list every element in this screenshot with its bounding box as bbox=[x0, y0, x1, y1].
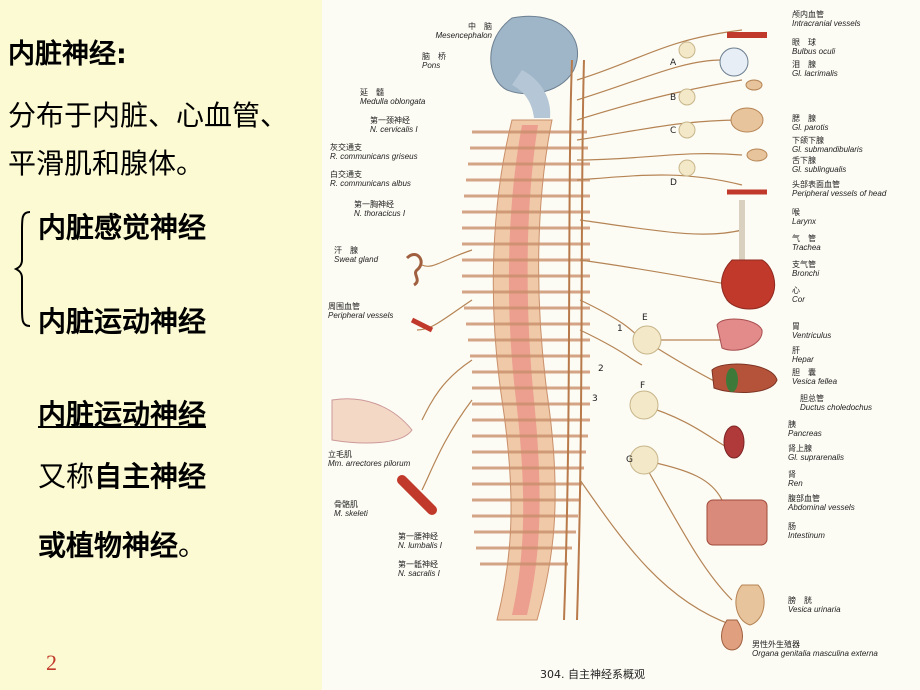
curly-brace-icon bbox=[14, 211, 31, 327]
alias-line-1: 又称自主神经 bbox=[38, 455, 206, 495]
figure-caption: 304. 自主神经系概观 bbox=[540, 668, 645, 681]
alias-autonomic: 自主神经 bbox=[94, 460, 207, 493]
ganglion-letter-b: B bbox=[670, 93, 677, 103]
anatomy-illustration bbox=[331, 15, 778, 651]
text-panel: 内脏神经: 分布于内脏、心血管、平滑肌和腺体。 内脏感觉神经 内脏运动神经 内脏… bbox=[0, 0, 322, 690]
alias-suffix: 。 bbox=[178, 529, 207, 562]
ganglion-letter-e: E bbox=[642, 313, 648, 323]
ganglion-letter-g: G bbox=[626, 455, 633, 465]
page-number: 2 bbox=[46, 650, 57, 675]
slide-title: 内脏神经: bbox=[8, 39, 127, 70]
alias-vegetative: 或植物神经 bbox=[38, 529, 179, 562]
subtype-sensory: 内脏感觉神经 bbox=[38, 211, 207, 244]
nerve-number-2: 2 bbox=[598, 364, 604, 374]
ganglion-letter-d: D bbox=[670, 178, 677, 188]
ganglion-letter-c: C bbox=[670, 126, 677, 136]
ganglion-letter-f: F bbox=[640, 381, 646, 391]
motor-heading: 内脏运动神经 bbox=[38, 398, 207, 431]
ganglion-letter-a: A bbox=[670, 58, 677, 68]
alias-line-2: 或植物神经。 bbox=[38, 524, 206, 564]
nerve-number-1: 1 bbox=[617, 324, 623, 334]
alias-prefix: 又称 bbox=[38, 460, 95, 493]
slide-description: 分布于内脏、心血管、平滑肌和腺体。 bbox=[8, 99, 289, 180]
nerve-number-3: 3 bbox=[592, 394, 598, 404]
subtype-motor: 内脏运动神经 bbox=[38, 305, 207, 338]
